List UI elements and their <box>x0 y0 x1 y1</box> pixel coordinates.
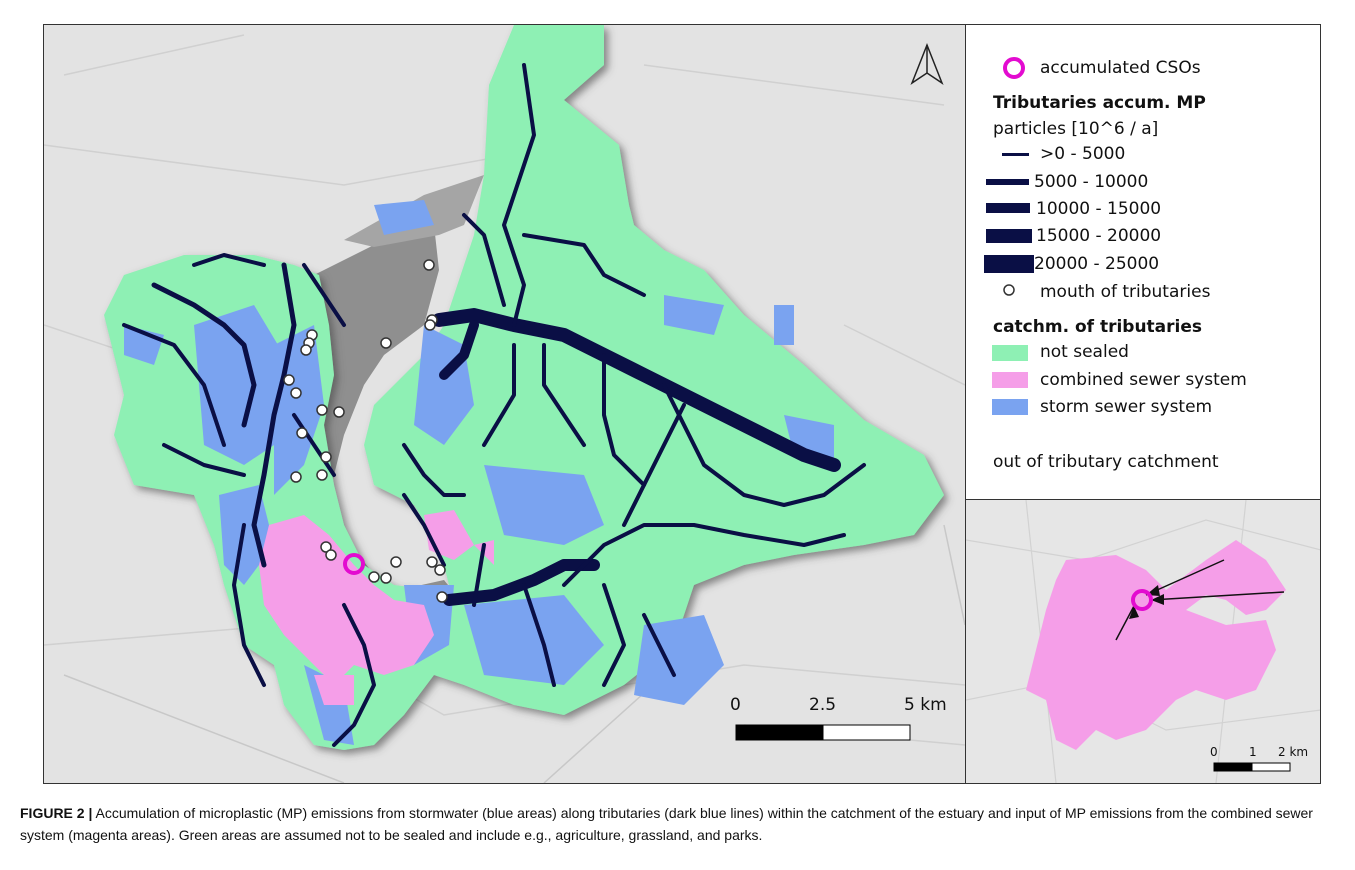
inset-arrowhead-3 <box>1129 606 1139 619</box>
inset-combined-area <box>1026 540 1286 750</box>
scale-label-1: 2.5 <box>809 695 837 715</box>
inset-map-graphic <box>966 500 1320 783</box>
estuary <box>309 225 464 625</box>
legend-catch-title: catchm. of tributaries <box>993 317 1203 337</box>
map-frame: 0 2.5 5 km accumulated CSOs Tributaries … <box>43 24 1321 784</box>
legend-combined-swatch <box>992 372 1028 388</box>
tributaries <box>122 63 866 747</box>
legend-class-2-line <box>986 179 1029 185</box>
legend-class-3-line <box>986 203 1030 213</box>
legend-class-4-line <box>986 229 1032 243</box>
legend-class-5-line <box>984 255 1034 273</box>
scale-label-2: 5 km <box>904 695 947 715</box>
legend-not-sealed-swatch <box>992 345 1028 361</box>
caption-label: FIGURE 2 | <box>20 805 93 821</box>
legend-class-1: >0 - 5000 <box>1040 144 1126 164</box>
inset-scale-label-0: 0 <box>1210 745 1218 759</box>
inset-scale-seg-2 <box>1251 762 1291 772</box>
legend-not-sealed: not sealed <box>1040 342 1129 362</box>
legend-class-4: 15000 - 20000 <box>1036 226 1162 246</box>
inset-map: 0 1 2 km <box>965 500 1320 783</box>
inset-scale-label-1: 1 <box>1249 745 1257 759</box>
cso-legend-symbol <box>1003 57 1025 79</box>
legend-out-of: out of tributary catchment <box>993 452 1219 472</box>
mouth-legend-symbol <box>1003 284 1015 296</box>
legend-class-1-line <box>1002 153 1029 156</box>
cso-marker <box>343 553 365 575</box>
inset-arrow-3 <box>1115 605 1135 641</box>
inset-arrow-2 <box>1150 591 1285 601</box>
tributary-mouths <box>283 259 448 603</box>
legend-class-3: 10000 - 15000 <box>1036 199 1162 219</box>
main-map <box>44 25 965 783</box>
inset-scale-seg-1 <box>1213 762 1253 772</box>
legend-trib-unit: particles [10^6 / a] <box>993 119 1159 139</box>
inset-scale-label-2: 2 km <box>1278 745 1309 759</box>
legend-storm-swatch <box>992 399 1028 415</box>
scale-bar <box>735 724 911 741</box>
legend-combined: combined sewer system <box>1040 370 1247 390</box>
caption-text: Accumulation of microplastic (MP) emissi… <box>20 805 1313 843</box>
figure-caption: FIGURE 2 | Accumulation of microplastic … <box>20 802 1340 846</box>
legend-class-5: 20000 - 25000 <box>1034 254 1160 274</box>
scale-label-0: 0 <box>730 695 741 715</box>
north-arrow-icon <box>910 42 944 85</box>
legend-trib-title: Tributaries accum. MP <box>993 93 1206 113</box>
legend-cso-label: accumulated CSOs <box>1040 58 1201 78</box>
inset-cso-marker <box>1131 589 1153 611</box>
legend-mouth-label: mouth of tributaries <box>1040 282 1211 302</box>
legend-class-2: 5000 - 10000 <box>1034 172 1149 192</box>
inset-arrowhead-2 <box>1151 594 1164 605</box>
legend: accumulated CSOs Tributaries accum. MP p… <box>965 25 1320 500</box>
inset-arrow-1 <box>1145 559 1225 596</box>
legend-storm: storm sewer system <box>1040 397 1213 417</box>
